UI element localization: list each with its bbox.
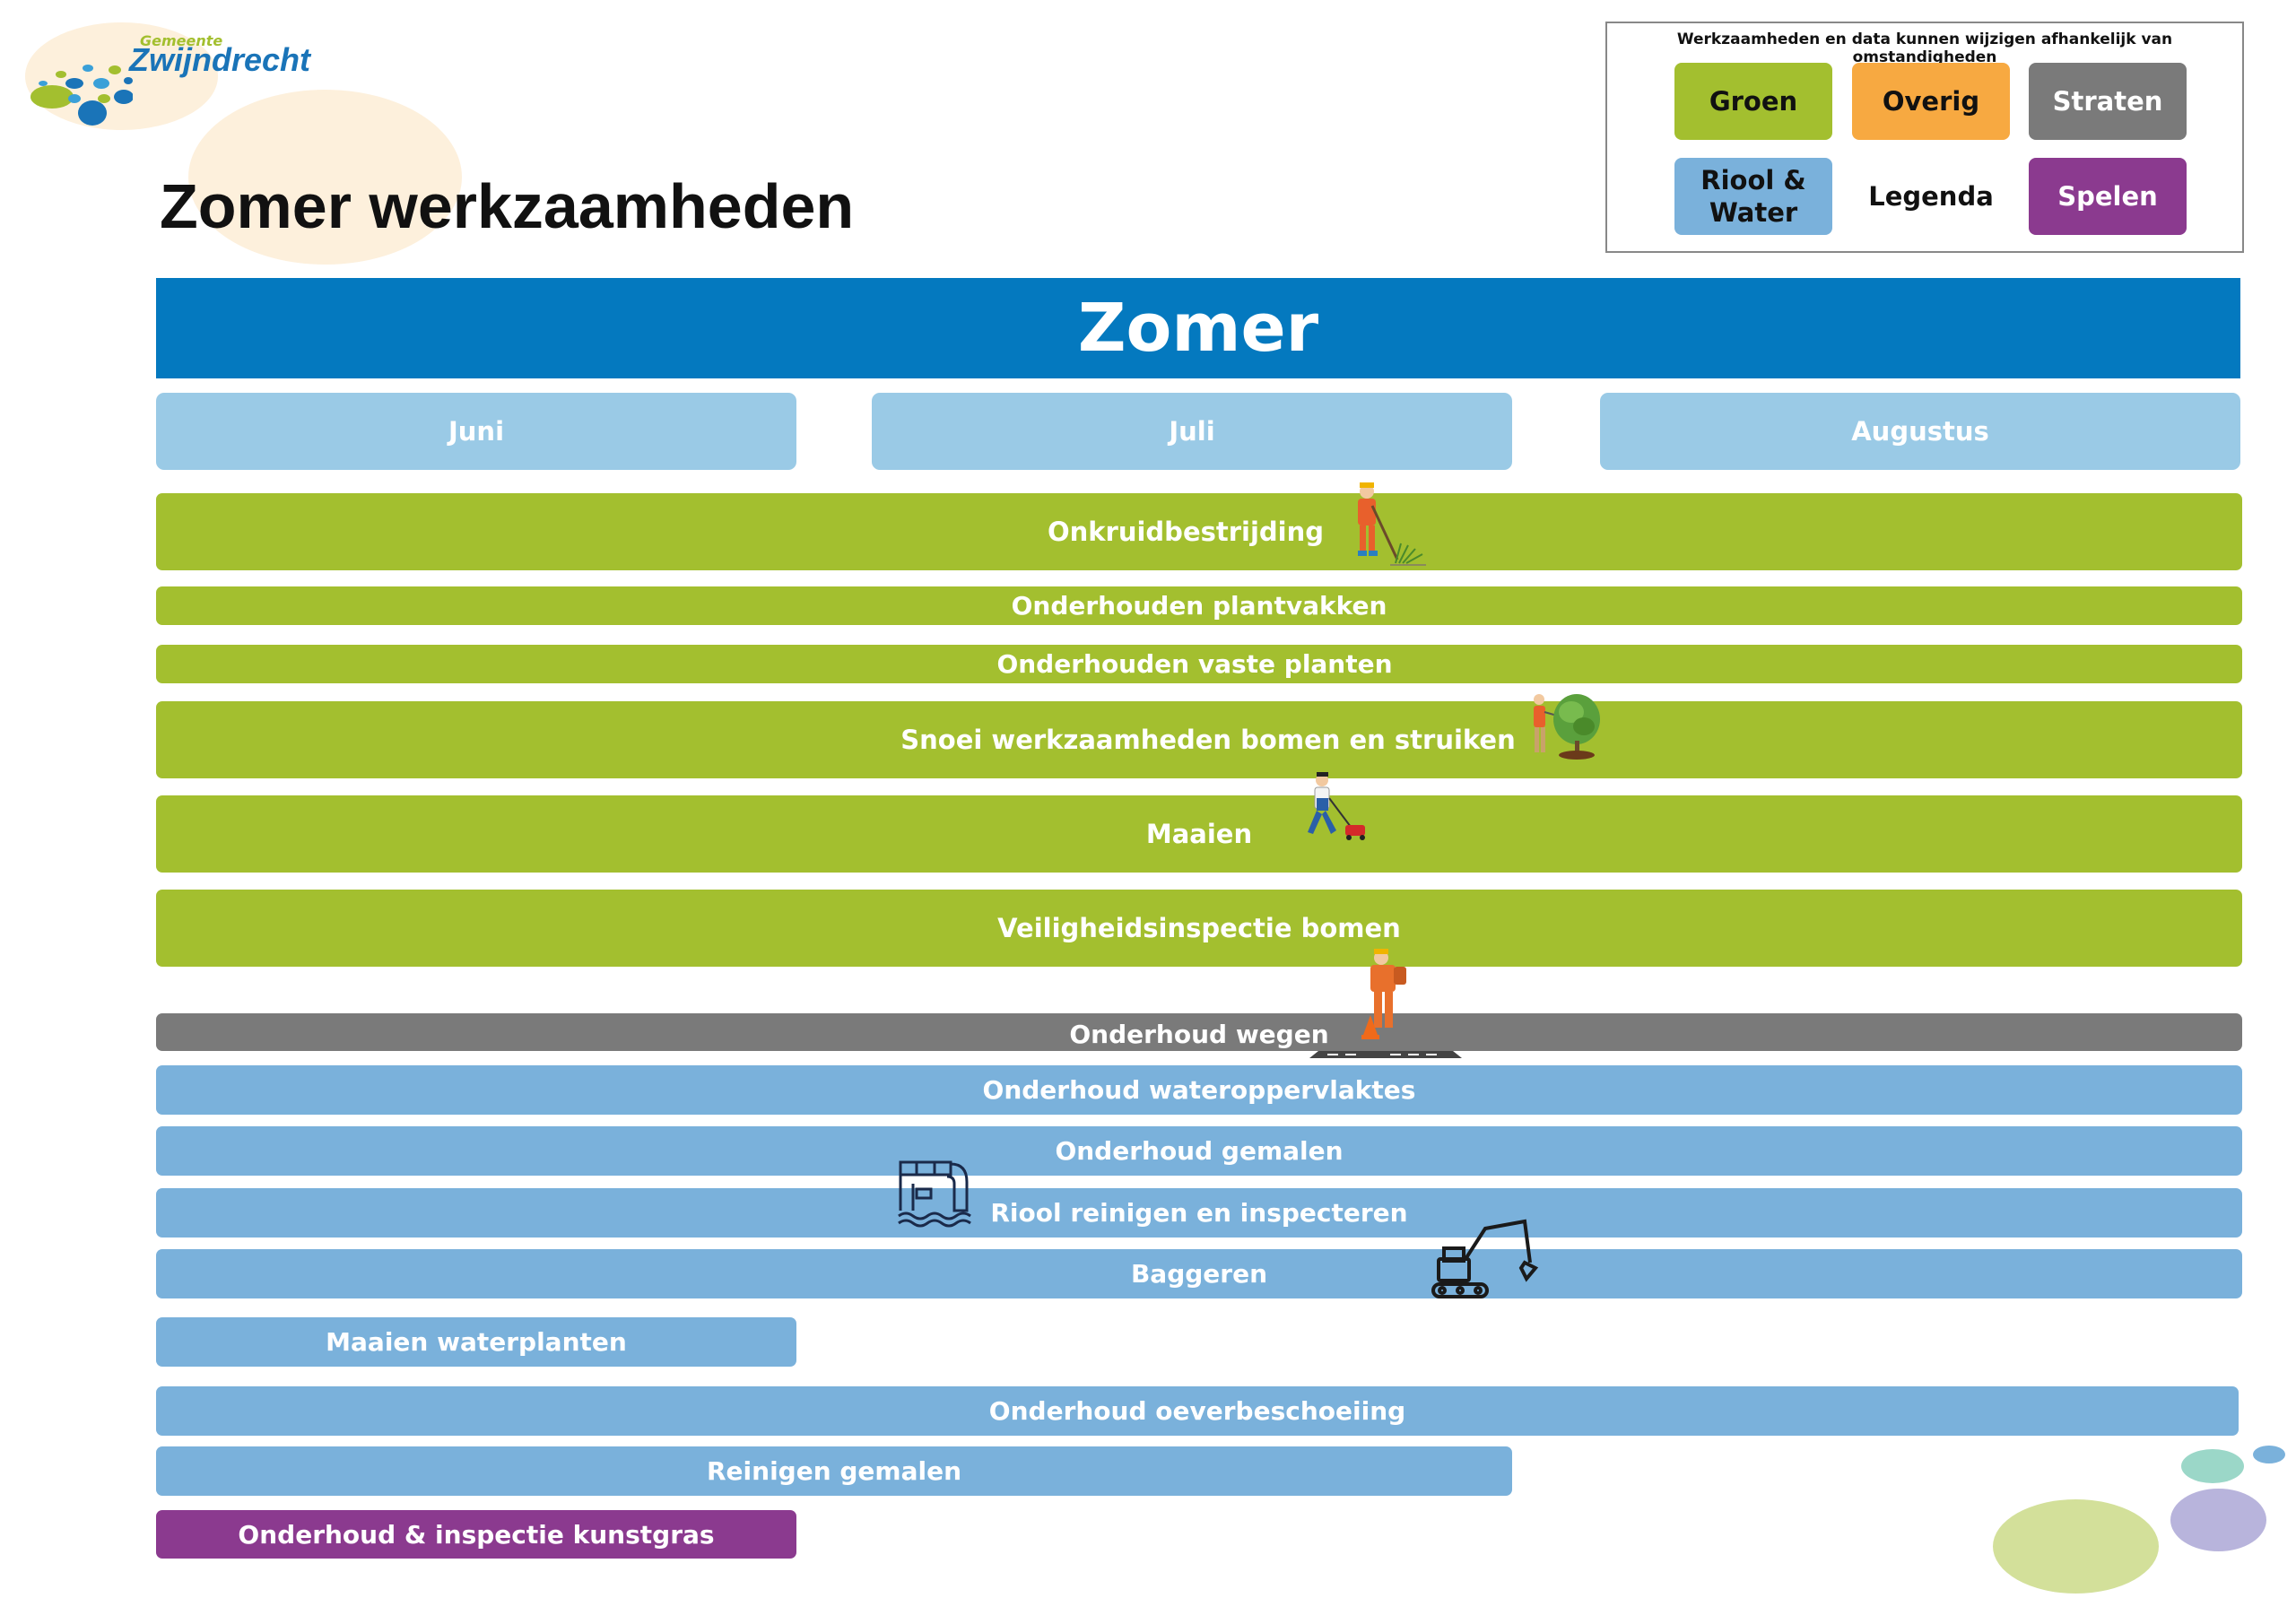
logo-municipality-label: Gemeente [140, 32, 223, 49]
legend-title: Legenda [1868, 181, 1994, 212]
task-baggeren: Baggeren [156, 1249, 2242, 1298]
task-onderhoud-oeverbeschoeiing: Onderhoud oeverbeschoeiing [156, 1386, 2239, 1436]
legend-note: Werkzaamheden en data kunnen wijzigen af… [1676, 30, 2173, 66]
task-onderhouden-vaste-planten: Onderhouden vaste planten [156, 645, 2242, 683]
legend-overig: Overig [1852, 63, 2010, 140]
month-juli: Juli [872, 393, 1512, 470]
task-reinigen-gemalen: Reinigen gemalen [156, 1446, 1512, 1496]
logo-dots-icon [30, 65, 133, 126]
month-juni: Juni [156, 393, 796, 470]
road-worker-icon [1309, 949, 1462, 1058]
season-label: Zomer [1077, 290, 1319, 367]
season-banner: Zomer [156, 278, 2240, 378]
task-snoei-werkzaamheden: Snoei werkzaamheden bomen en struiken [156, 701, 2242, 778]
task-onderhoud-gemalen: Onderhoud gemalen [156, 1126, 2242, 1176]
task-onkruidbestrijding: Onkruidbestrijding [156, 493, 2242, 570]
decor-circle-green [1993, 1499, 2159, 1594]
sewer-pipe-icon [898, 1160, 971, 1228]
page-title: Zomer werkzaamheden [160, 171, 855, 241]
task-maaien-waterplanten: Maaien waterplanten [156, 1317, 796, 1367]
weeding-worker-icon [1358, 482, 1426, 566]
task-maaien: Maaien [156, 795, 2242, 873]
legend-box: Werkzaamheden en data kunnen wijzigen af… [1605, 22, 2244, 253]
legend-groen: Groen [1674, 63, 1832, 140]
task-onderhoud-kunstgras: Onderhoud & inspectie kunstgras [156, 1510, 796, 1559]
legend-riool-water: Riool & Water [1674, 158, 1832, 235]
task-onderhoud-wateroppervlaktes: Onderhoud wateroppervlaktes [156, 1065, 2242, 1115]
legend-riool-line1: Riool & [1700, 165, 1806, 195]
legend-straten: Straten [2029, 63, 2187, 140]
legend-riool-line2: Water [1709, 197, 1798, 228]
task-veiligheidsinspectie-bomen: Veiligheidsinspectie bomen [156, 890, 2242, 967]
decor-circle-blue [2253, 1446, 2285, 1463]
legend-spelen: Spelen [2029, 158, 2187, 235]
pruning-worker-icon [1534, 694, 1600, 760]
mower-worker-icon [1308, 772, 1365, 840]
decor-circle-purple [2170, 1489, 2266, 1551]
task-onderhouden-plantvakken: Onderhouden plantvakken [156, 586, 2242, 625]
month-augustus: Augustus [1600, 393, 2240, 470]
excavator-icon [1431, 1219, 1539, 1298]
decor-circle-teal [2181, 1449, 2244, 1483]
task-riool-reinigen: Riool reinigen en inspecteren [156, 1188, 2242, 1238]
logo: Gemeente Zwijndrecht [25, 27, 321, 126]
task-onderhoud-wegen: Onderhoud wegen [156, 1013, 2242, 1051]
logo-city-name: Zwijndrecht [129, 41, 311, 78]
decor-circle-peach-large [188, 90, 462, 265]
